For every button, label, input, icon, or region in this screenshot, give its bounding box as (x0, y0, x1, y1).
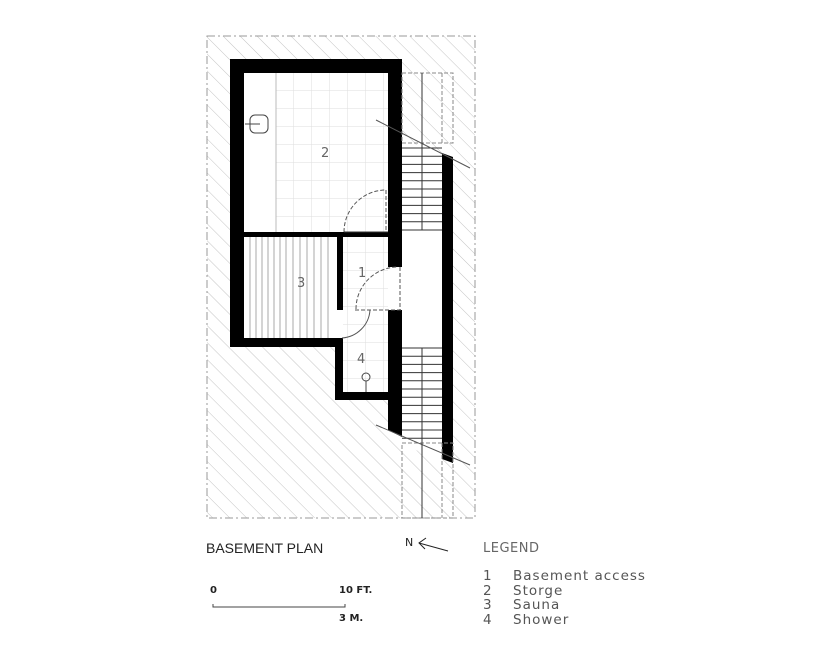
sauna-benches (249, 237, 329, 338)
legend-item: 1 Basement access (483, 569, 646, 584)
legend-label: Basement access (513, 568, 646, 584)
fixtures (245, 114, 371, 392)
legend-label: Storge (513, 582, 564, 599)
legend-num: 3 (483, 597, 493, 613)
stairs-above (401, 72, 454, 519)
scale-start-label: 0 (210, 585, 217, 596)
stair-void (402, 140, 442, 463)
north-arrow-icon (418, 537, 449, 552)
scale-bar (212, 604, 346, 608)
legend-num: 1 (483, 568, 493, 584)
legend: 1 Basement access 2 Storge 3 Sauna 4 Shower (483, 569, 646, 627)
room-label-4: 4 (357, 352, 366, 367)
scale-ft-label: 10 FT. (339, 585, 373, 596)
stair-wall (442, 153, 453, 463)
doors[interactable] (341, 189, 402, 339)
legend-title: LEGEND (483, 541, 540, 556)
legend-num: 4 (483, 611, 493, 628)
legend-num: 2 (483, 582, 493, 599)
legend-item: 3 Sauna (483, 598, 646, 613)
scale-m-label: 3 M. (339, 613, 364, 624)
plan-title: BASEMENT PLAN (206, 540, 324, 556)
legend-item: 4 Shower (483, 611, 646, 628)
room-label-1: 1 (358, 266, 367, 281)
legend-item: 2 Storge (483, 582, 646, 599)
room-label-3: 3 (297, 276, 306, 291)
north-label: N (405, 536, 414, 549)
legend-label: Shower (513, 611, 570, 628)
room-label-2: 2 (321, 146, 330, 161)
legend-label: Sauna (513, 597, 561, 613)
section-cut-lines (375, 119, 471, 466)
